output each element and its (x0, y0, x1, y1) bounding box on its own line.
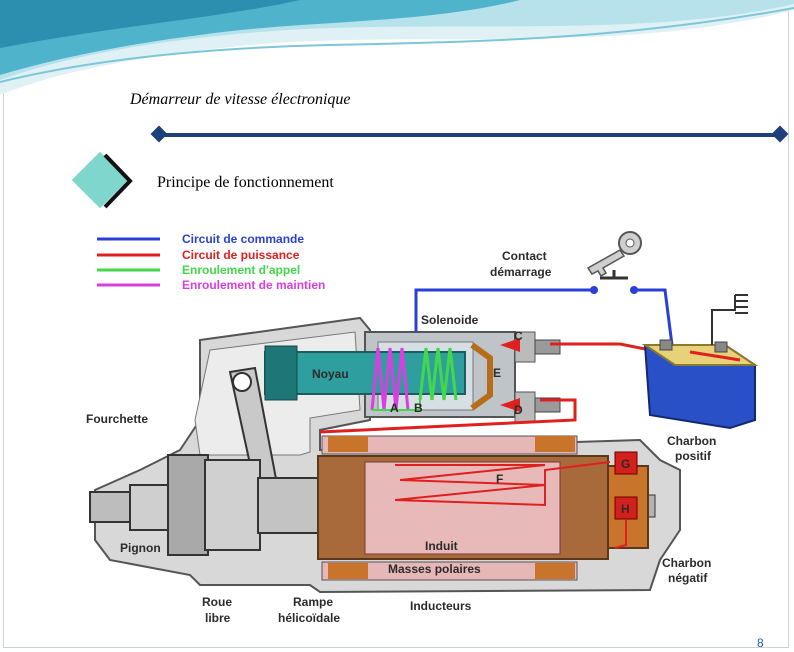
charbon-positif-brush (614, 451, 638, 475)
holding-winding (370, 347, 410, 411)
label-charbon-negatif-line1: Charbon (662, 556, 711, 570)
command-wire-solenoid (414, 288, 592, 332)
legend-label-maintien: Enroulement de maintien (182, 278, 325, 292)
pull-in-winding (418, 347, 458, 401)
label-demarrage: démarrage (490, 265, 552, 279)
label-roue: Roue (202, 595, 232, 609)
label-masses-polaires: Masses polaires (388, 562, 481, 576)
label-inducteurs: Inducteurs (410, 599, 472, 613)
label-charbon-negatif-line2: négatif (668, 571, 708, 585)
contact-disk (470, 342, 493, 411)
slide-subtitle: Principe de fonctionnement (157, 174, 334, 191)
header-wave-decoration (0, 0, 794, 95)
charbon-negatif-brush (614, 496, 638, 520)
legend-label-puissance: Circuit de puissance (182, 248, 300, 262)
label-f: F (496, 472, 503, 486)
label-g: G (621, 457, 630, 471)
field-winding (394, 461, 611, 507)
slide-title: Démarreur de vitesse électronique (130, 91, 351, 108)
page-number: 8 (757, 636, 764, 650)
key-icon (586, 231, 642, 278)
label-b: B (414, 401, 423, 415)
label-libre: libre (205, 611, 231, 625)
label-pignon: Pignon (120, 541, 161, 555)
inducteur-bottom (321, 561, 578, 581)
shaft-end (89, 491, 131, 523)
inducteur-top (321, 435, 578, 455)
legend-label-commande: Circuit de commande (182, 232, 304, 246)
label-c: C (514, 329, 523, 343)
battery-icon (641, 339, 759, 430)
label-d: D (514, 403, 523, 417)
label-e: E (493, 366, 501, 380)
title-rule (150, 125, 789, 143)
legend-label-appel: Enroulement d'appel (182, 263, 300, 277)
label-contact: Contact (502, 249, 547, 263)
diamond-bullet-icon (71, 151, 133, 209)
power-wire-d (319, 398, 577, 434)
label-noyau: Noyau (312, 367, 349, 381)
roue-libre (204, 459, 261, 551)
rampe-helicoidale (257, 477, 324, 534)
label-helicoidale: hélicoïdale (278, 611, 340, 625)
command-wire-battery (636, 288, 674, 346)
label-charbon-positif-line2: positif (675, 449, 712, 463)
pignon-gear (167, 454, 209, 556)
label-a: A (390, 401, 399, 415)
label-solenoide: Solenoide (421, 313, 479, 327)
ground-icon (711, 294, 748, 345)
label-charbon-positif-line1: Charbon (667, 434, 716, 448)
label-fourchette: Fourchette (86, 412, 148, 426)
label-rampe: Rampe (293, 595, 333, 609)
label-induit: Induit (425, 539, 458, 553)
label-h: H (621, 502, 630, 516)
